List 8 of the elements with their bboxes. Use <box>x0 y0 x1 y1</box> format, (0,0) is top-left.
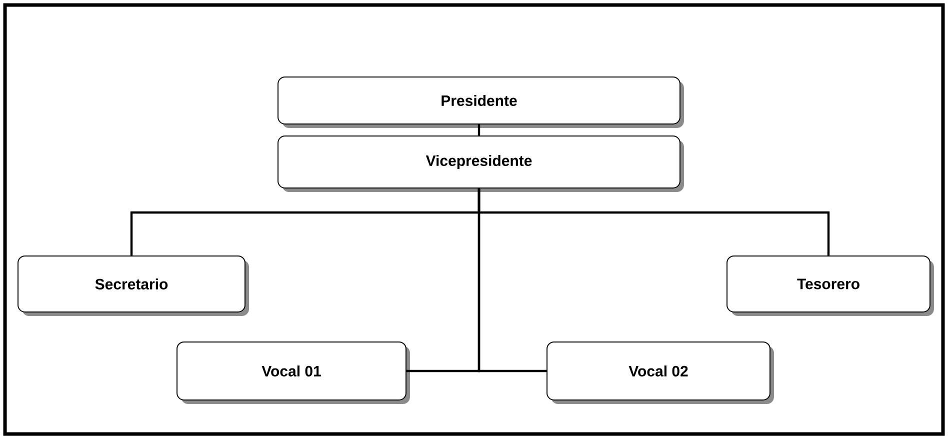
role-box: Vocal 02 <box>546 342 774 404</box>
role-box: Tesorero <box>726 256 934 316</box>
role-box: Vocal 01 <box>176 342 410 404</box>
connector-line <box>478 124 480 136</box>
role-box: Secretario <box>18 256 249 316</box>
connector-line <box>478 188 546 372</box>
role-box: Vicepresidente <box>278 136 684 192</box>
role-box: Presidente <box>278 76 684 128</box>
